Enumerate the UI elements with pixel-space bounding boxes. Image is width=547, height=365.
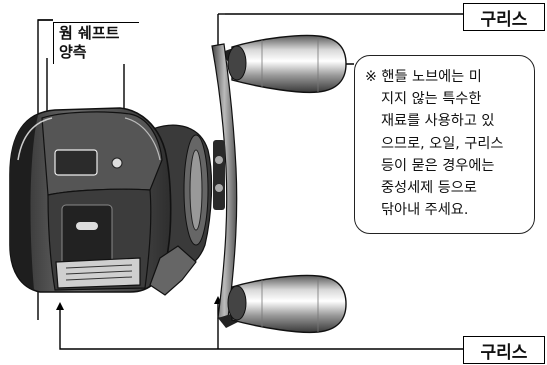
note-line: 닦아내 주세요. bbox=[381, 202, 469, 219]
grease-label-bottom-text: 구리스 bbox=[480, 342, 528, 363]
note-line: 재료를 사용하고 있 bbox=[381, 113, 495, 130]
note-line: ※ 핸들 노브에는 미 bbox=[365, 69, 482, 85]
reel-body bbox=[9, 107, 213, 296]
handle-knob-note: ※ 핸들 노브에는 미 지지 않는 특수한 재료를 사용하고 있 으므로, 오일… bbox=[354, 55, 535, 234]
grease-label-top: 구리스 bbox=[463, 3, 545, 31]
handle-knob-bottom bbox=[227, 274, 347, 334]
worm-shaft-label: 웜 쉐프트 양측 bbox=[53, 22, 139, 64]
worm-shaft-label-line1: 웜 쉐프트 bbox=[59, 24, 120, 42]
worm-shaft-label-line2: 양측 bbox=[59, 43, 87, 61]
note-line: 중성세제 등으로 bbox=[381, 180, 477, 197]
grease-label-top-text: 구리스 bbox=[480, 9, 528, 30]
grease-label-bottom: 구리스 bbox=[463, 336, 545, 364]
note-line: 등이 묻은 경우에는 bbox=[381, 157, 495, 174]
handle-knob-top bbox=[227, 34, 347, 94]
note-line: 으므로, 오일, 구리스 bbox=[381, 135, 504, 152]
note-line: 지지 않는 특수한 bbox=[381, 91, 482, 108]
